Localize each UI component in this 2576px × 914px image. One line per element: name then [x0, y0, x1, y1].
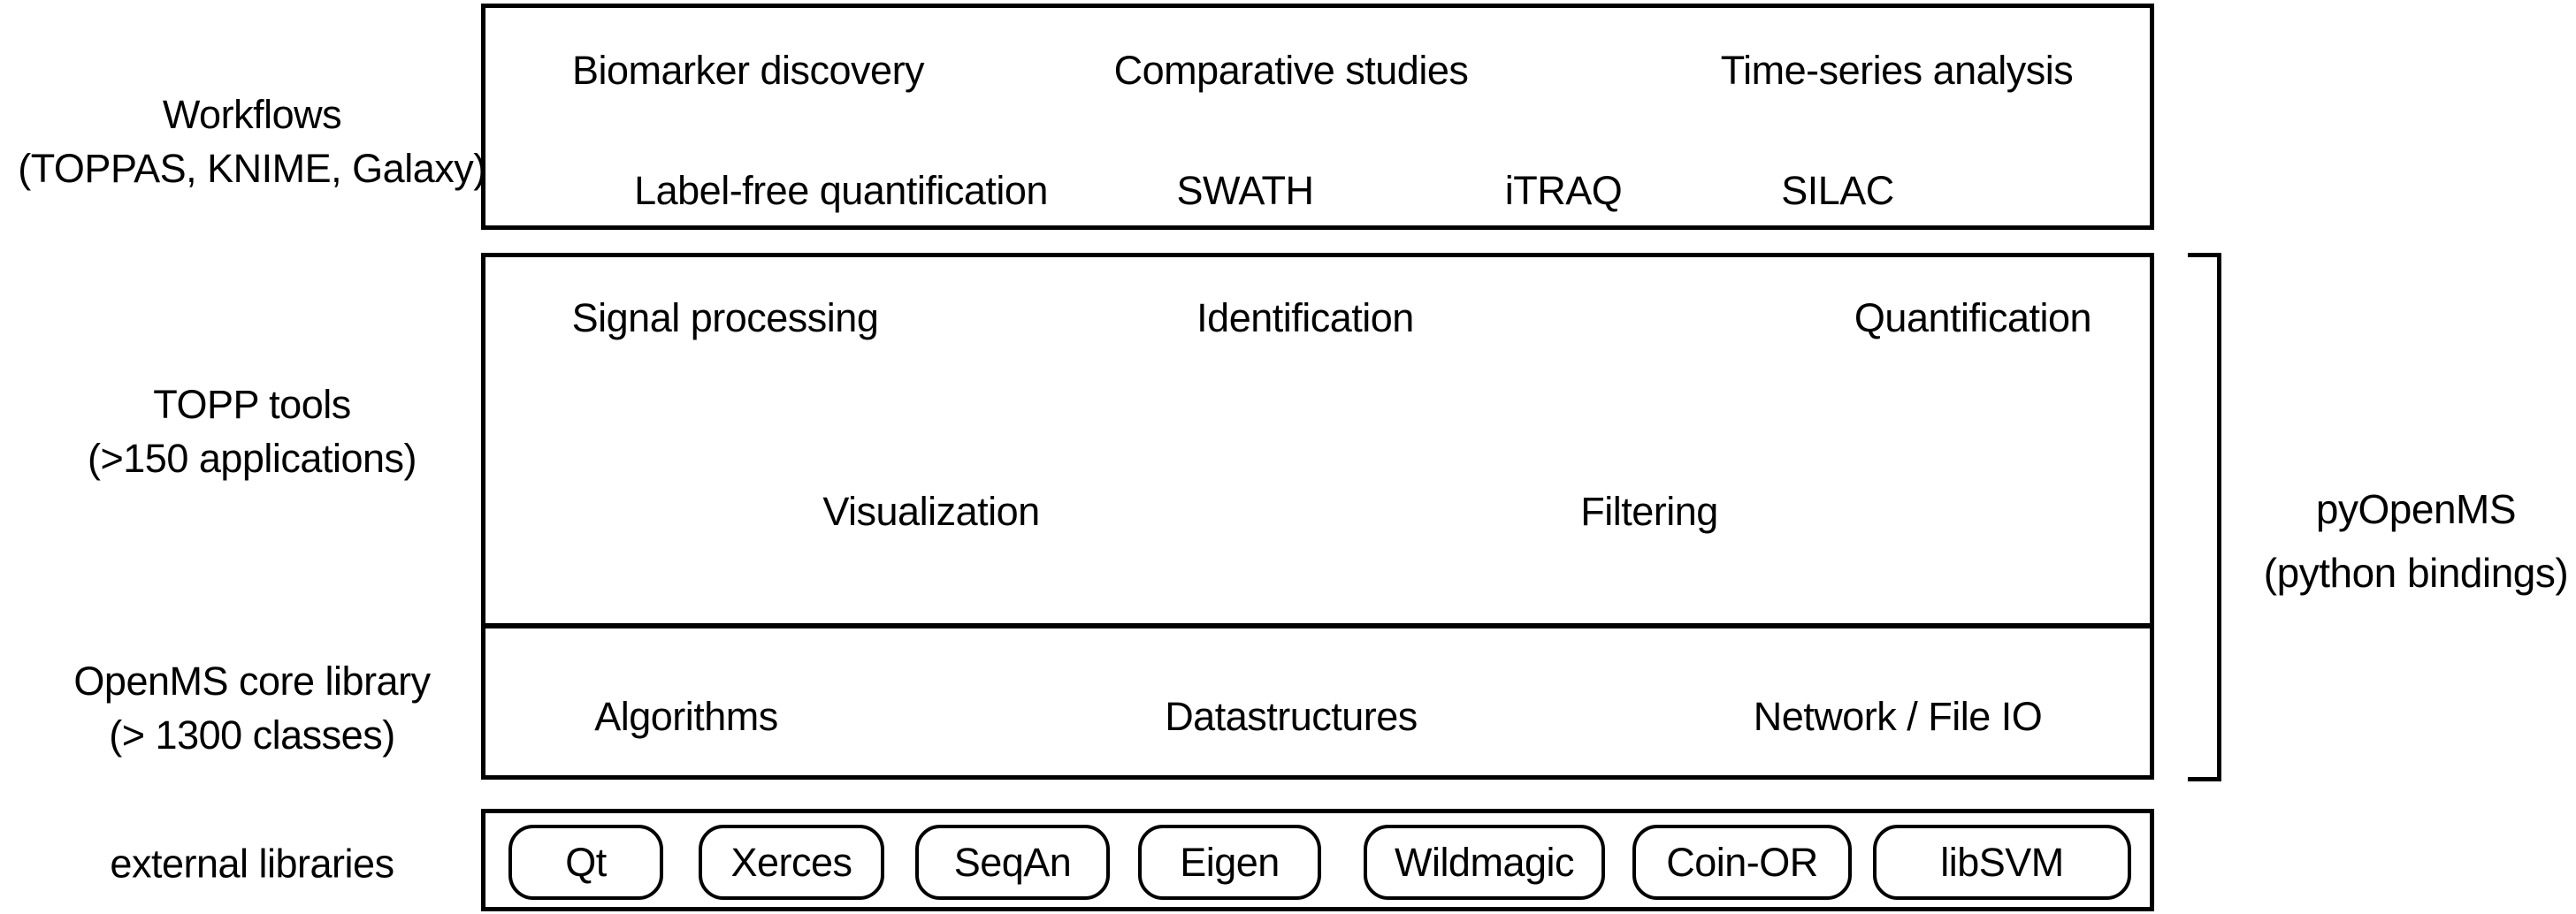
core-library-label-line2: (> 1300 classes)	[109, 712, 395, 758]
workflows-label-line1: Workflows	[162, 92, 342, 137]
library-pill-xerces: Xerces	[699, 825, 884, 900]
topp-tools-label: TOPP tools (>150 applications)	[88, 377, 417, 485]
library-pill-libsvm-label: libSVM	[1940, 839, 2064, 885]
pyopenms-annotation-line2: (python bindings)	[2263, 550, 2569, 596]
pyopenms-annotation: pyOpenMS (python bindings)	[2263, 477, 2569, 605]
topp-tools-label-line2: (>150 applications)	[88, 436, 417, 481]
external-libraries-label: external libraries	[110, 837, 394, 891]
topp-item-filtering: Filtering	[1580, 489, 1718, 534]
library-pill-xerces-label: Xerces	[730, 839, 852, 885]
workflow-item-comparative-studies: Comparative studies	[1113, 48, 1469, 93]
topp-item-quantification: Quantification	[1854, 295, 2092, 340]
workflow-item-time-series-analysis: Time-series analysis	[1720, 48, 2074, 93]
workflow-item-swath: SWATH	[1176, 168, 1314, 213]
core-item-network-file-io: Network / File IO	[1753, 694, 2043, 739]
library-pill-eigen-label: Eigen	[1180, 839, 1280, 885]
core-item-datastructures: Datastructures	[1165, 694, 1418, 739]
workflow-item-biomarker-discovery: Biomarker discovery	[571, 48, 925, 93]
pyopenms-bracket	[2188, 253, 2221, 781]
core-item-algorithms: Algorithms	[594, 694, 778, 739]
workflows-label-line2: (TOPPAS, KNIME, Galaxy)	[18, 146, 486, 191]
pyopenms-annotation-line1: pyOpenMS	[2315, 486, 2517, 532]
library-pill-coin-or-label: Coin-OR	[1666, 839, 1818, 885]
library-pill-qt-label: Qt	[565, 839, 607, 885]
topp-item-visualization: Visualization	[822, 489, 1040, 534]
workflow-item-silac: SILAC	[1781, 168, 1894, 213]
library-pill-coin-or: Coin-OR	[1632, 825, 1852, 900]
topp-item-identification: Identification	[1196, 295, 1414, 340]
library-pill-seqan: SeqAn	[915, 825, 1110, 900]
library-pill-seqan-label: SeqAn	[953, 839, 1072, 885]
library-pill-libsvm: libSVM	[1873, 825, 2131, 900]
core-library-label-line1: OpenMS core library	[73, 659, 431, 704]
library-pill-eigen: Eigen	[1138, 825, 1321, 900]
workflow-item-itraq: iTRAQ	[1504, 168, 1623, 213]
external-libraries-label-line1: external libraries	[110, 841, 394, 887]
library-pill-wildmagic-label: Wildmagic	[1394, 839, 1575, 885]
topp-tools-box	[481, 253, 2154, 628]
library-pill-wildmagic: Wildmagic	[1364, 825, 1605, 900]
library-pill-qt: Qt	[508, 825, 663, 900]
core-library-box	[481, 624, 2154, 780]
workflow-item-label-free-quantification: Label-free quantification	[634, 168, 1048, 213]
topp-tools-label-line1: TOPP tools	[153, 382, 351, 427]
core-library-label: OpenMS core library (> 1300 classes)	[73, 654, 431, 762]
topp-item-signal-processing: Signal processing	[571, 295, 879, 340]
workflows-box	[481, 4, 2154, 230]
workflows-label: Workflows (TOPPAS, KNIME, Galaxy)	[18, 88, 486, 195]
